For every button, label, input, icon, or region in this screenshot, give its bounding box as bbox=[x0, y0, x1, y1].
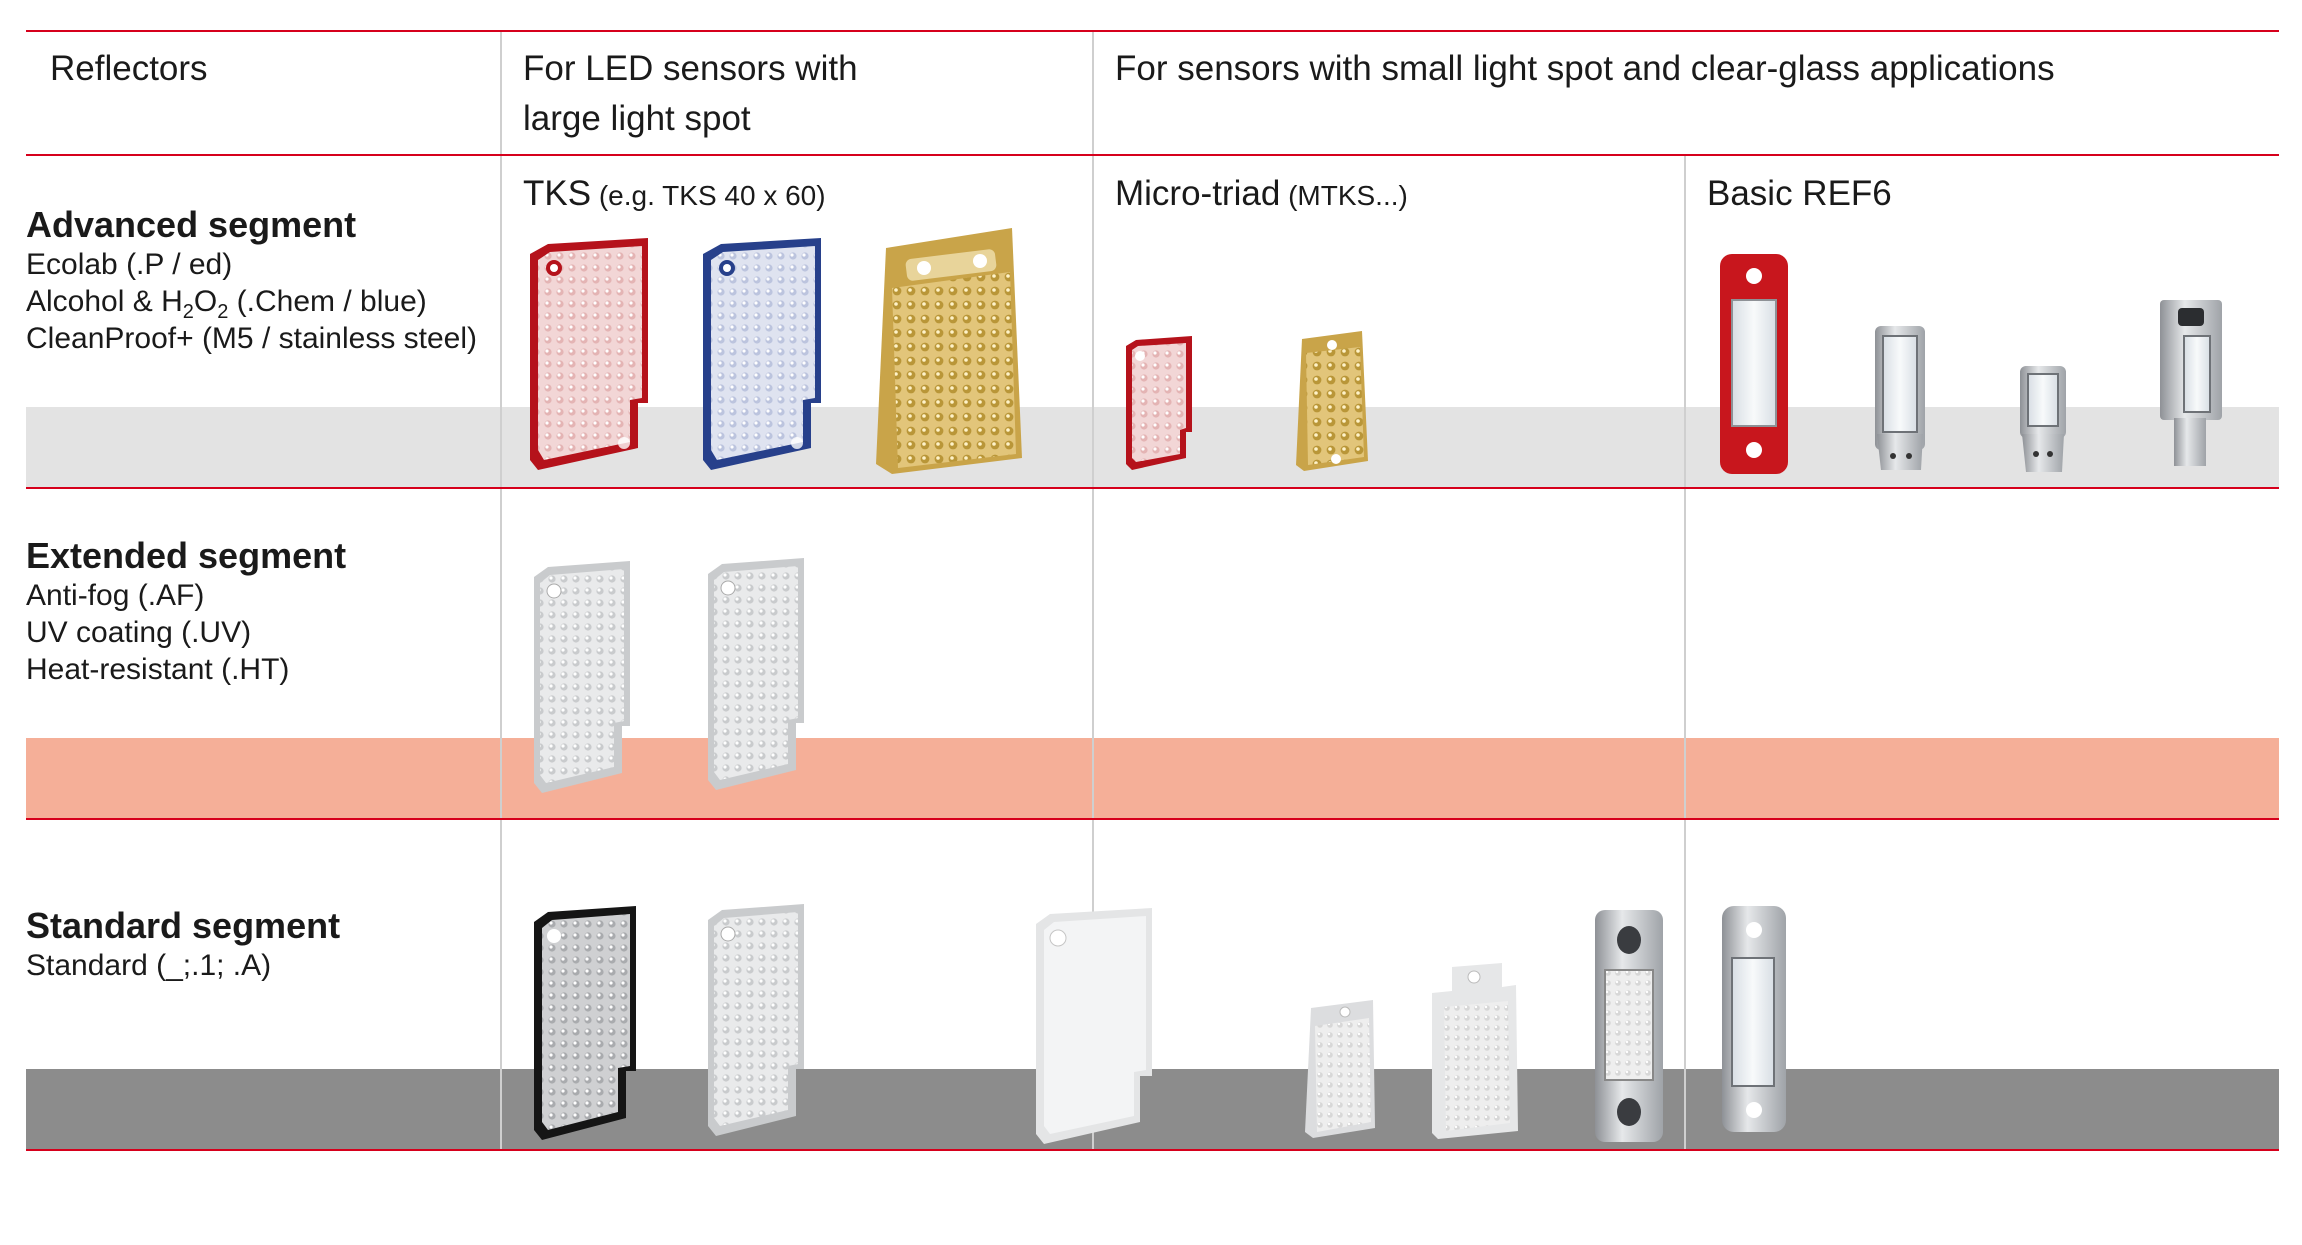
rule-standard bbox=[26, 1149, 2279, 1151]
micro-note: (MTKS...) bbox=[1280, 180, 1408, 211]
divider-col3 bbox=[1684, 155, 1686, 1150]
extended-line3: Heat-resistant (.HT) bbox=[26, 653, 290, 686]
header-led-line1: For LED sensors with bbox=[523, 49, 858, 88]
steel-reflector-icon bbox=[1873, 324, 1927, 472]
advanced-line2-sub1: 2 bbox=[182, 301, 194, 323]
black-reflector-icon bbox=[534, 906, 640, 1140]
rule-extended bbox=[26, 818, 2279, 820]
advanced-title: Advanced segment bbox=[26, 204, 357, 245]
red-ref6-reflector-icon bbox=[1720, 250, 1792, 475]
steel-cylinder-reflector-icon bbox=[2156, 296, 2226, 468]
small-red-reflector-icon bbox=[1126, 336, 1196, 470]
tks-note: (e.g. TKS 40 x 60) bbox=[591, 180, 826, 211]
clear-reflector-icon bbox=[534, 561, 634, 793]
rule-advanced bbox=[26, 487, 2279, 489]
clear-reflector-2-icon bbox=[708, 558, 808, 790]
white-large-reflector-icon bbox=[1036, 908, 1156, 1144]
subheader-tks: TKS (e.g. TKS 40 x 60) bbox=[523, 174, 826, 216]
clear-standard-reflector-icon bbox=[708, 904, 808, 1136]
extended-title: Extended segment bbox=[26, 535, 347, 576]
advanced-line3: CleanProof+ (M5 / stainless steel) bbox=[26, 322, 478, 355]
header-reflectors: Reflectors bbox=[50, 49, 208, 88]
aluminum-ref6-reflector-icon bbox=[1720, 904, 1790, 1136]
small-steel-reflector-icon bbox=[2018, 364, 2068, 474]
advanced-line2-post: (.Chem / blue) bbox=[228, 285, 427, 318]
header-small-spot: For sensors with small light spot and cl… bbox=[1115, 49, 2055, 88]
extended-line2: UV coating (.UV) bbox=[26, 616, 252, 649]
standard-line1: Standard (_;.1; .A) bbox=[26, 949, 272, 982]
blue-reflector-icon bbox=[703, 238, 828, 470]
small-clear-reflector-icon bbox=[1305, 1000, 1377, 1138]
subheader-micro-triad: Micro-triad (MTKS...) bbox=[1115, 174, 1408, 216]
chrome-reflector-icon bbox=[1593, 908, 1665, 1146]
subheader-ref6: Basic REF6 bbox=[1707, 174, 1892, 213]
header-led-line2: large light spot bbox=[523, 99, 751, 138]
rule-header bbox=[26, 154, 2279, 156]
standard-title: Standard segment bbox=[26, 905, 341, 946]
red-reflector-icon bbox=[530, 238, 655, 470]
extended-line1: Anti-fog (.AF) bbox=[26, 579, 205, 612]
advanced-line2-sub2: 2 bbox=[217, 301, 229, 323]
header-led-sensors: For LED sensors with large light spot bbox=[523, 44, 858, 144]
micro-label: Micro-triad bbox=[1115, 174, 1281, 213]
extended-band bbox=[26, 738, 2279, 819]
advanced-line2-pre: Alcohol & H bbox=[26, 285, 183, 318]
divider-col1 bbox=[500, 30, 502, 1150]
white-bracket-reflector-icon bbox=[1432, 963, 1520, 1139]
advanced-line1: Ecolab (.P / ed) bbox=[26, 248, 233, 281]
rule-top bbox=[26, 30, 2279, 32]
small-gold-reflector-icon bbox=[1296, 331, 1368, 471]
standard-band bbox=[26, 1069, 2279, 1150]
advanced-line2: Alcohol & H2O2 (.Chem / blue) bbox=[26, 283, 427, 331]
divider-col2 bbox=[1092, 30, 1094, 1150]
advanced-line2-mid: O bbox=[193, 285, 218, 318]
tks-label: TKS bbox=[523, 174, 592, 213]
gold-reflector-icon bbox=[876, 228, 1022, 474]
